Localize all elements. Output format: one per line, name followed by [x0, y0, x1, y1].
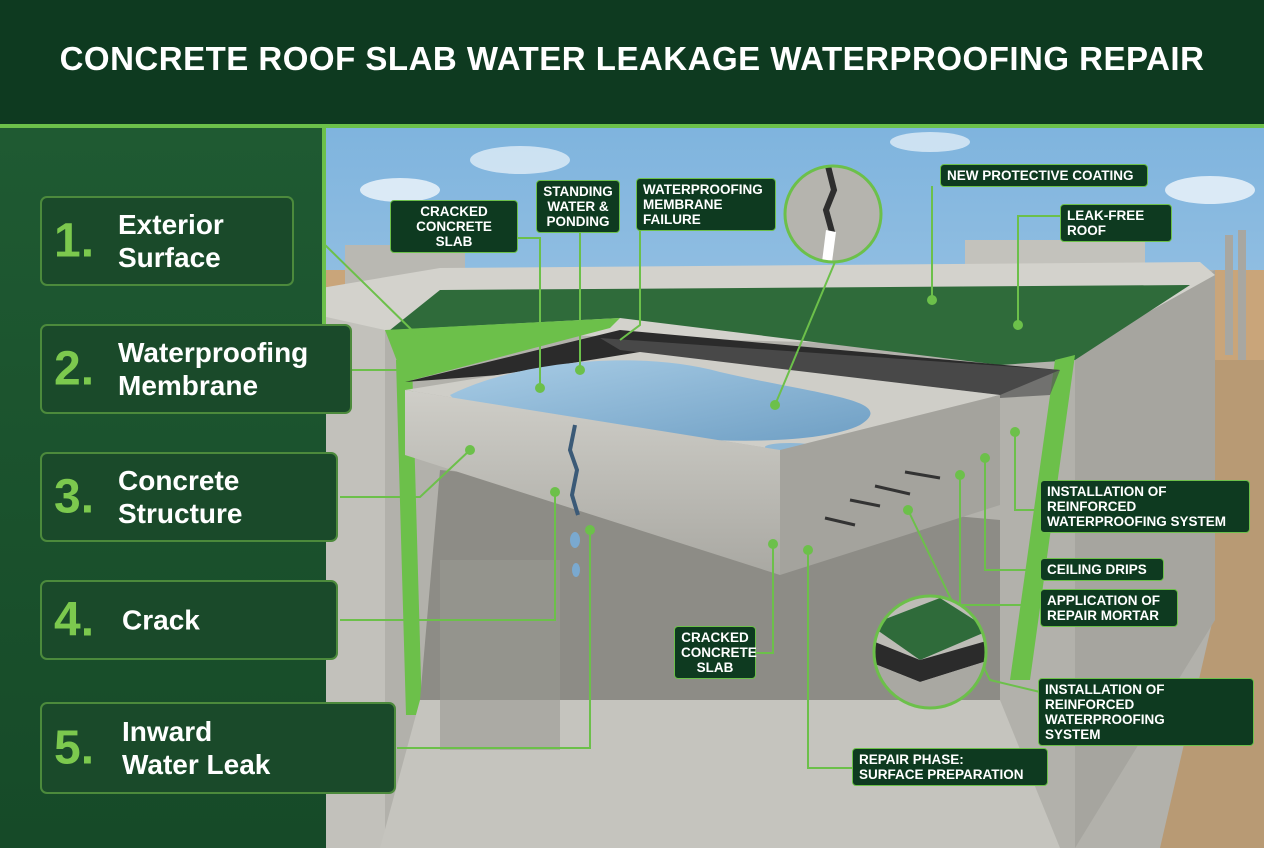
header-divider [0, 124, 1264, 128]
sidebar-accent [322, 128, 326, 328]
legend-number: 4. [54, 593, 95, 647]
layers-zoom-circle [872, 594, 988, 710]
legend-number: 2. [54, 342, 95, 396]
callout-leak-free-roof: LEAK-FREE ROOF [1060, 204, 1172, 242]
page-title: CONCRETE ROOF SLAB WATER LEAKAGE WATERPR… [59, 40, 1205, 77]
callout-new-protective-coating: NEW PROTECTIVE COATING [940, 164, 1148, 187]
callout-ceiling-drips: CEILING DRIPS [1040, 558, 1164, 581]
callout-repair-phase: REPAIR PHASE:SURFACE PREPARATION [852, 748, 1048, 786]
crack-zoom-circle [783, 164, 883, 264]
legend-number: 1. [54, 214, 95, 268]
legend-label: Crack [122, 604, 200, 636]
legend-item-crack: 4. Crack [40, 580, 338, 660]
legend-number: 5. [54, 721, 95, 775]
header-bar [0, 0, 1264, 126]
legend-number: 3. [54, 470, 95, 524]
